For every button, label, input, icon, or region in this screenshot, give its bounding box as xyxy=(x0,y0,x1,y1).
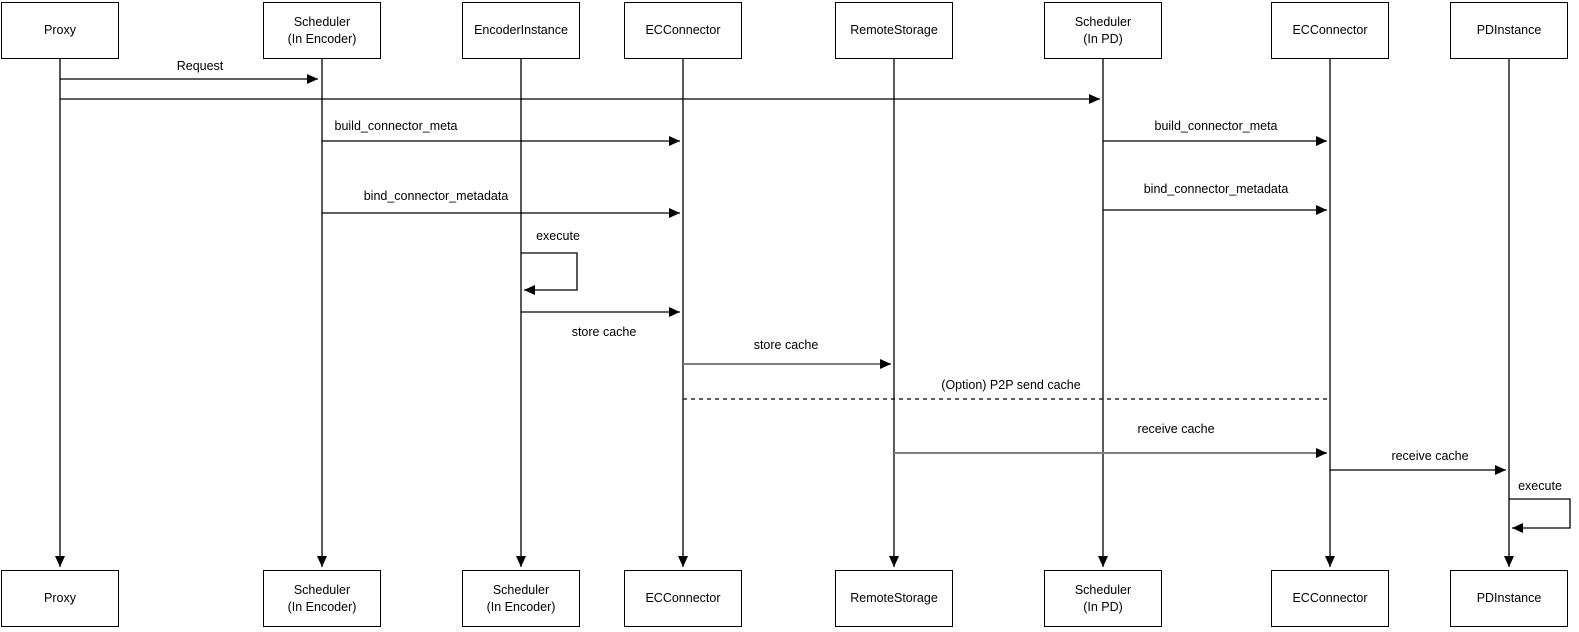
actor-box-pdinstance-bottom: PDInstance xyxy=(1450,570,1568,627)
message-label-bind-connector-metadata-right: bind_connector_metadata xyxy=(1143,182,1289,196)
actor-box-ecconnector-bottom: ECConnector xyxy=(624,570,742,627)
actor-box-scheduler-encoder-top: Scheduler (In Encoder) xyxy=(263,2,381,59)
actor-box-pdinstance-top: PDInstance xyxy=(1450,2,1568,59)
arrow-execute-self-encoder xyxy=(521,252,578,295)
message-label-store-cache-2: store cache xyxy=(753,338,819,352)
arrow-execute-self-pdinstance xyxy=(1509,498,1571,533)
actor-box-ecconnector-pd-bottom: ECConnector xyxy=(1271,570,1389,627)
actor-box-scheduler-pd-bottom: Scheduler (In PD) xyxy=(1044,570,1162,627)
actor-box-scheduler-encoder2-bottom: Scheduler (In Encoder) xyxy=(462,570,580,627)
message-label-receive-cache-2: receive cache xyxy=(1391,449,1469,463)
actor-box-proxy-top: Proxy xyxy=(1,2,119,59)
actor-box-remotestorage-bottom: RemoteStorage xyxy=(835,570,953,627)
message-label-request: Request xyxy=(176,59,224,73)
message-label-build-connector-meta-left: build_connector_meta xyxy=(334,119,458,133)
message-label-execute-pd: execute xyxy=(1518,479,1562,493)
actor-box-scheduler-encoder-bottom: Scheduler (In Encoder) xyxy=(263,570,381,627)
actor-box-ecconnector-pd-top: ECConnector xyxy=(1271,2,1389,59)
actor-box-scheduler-pd-top: Scheduler (In PD) xyxy=(1044,2,1162,59)
actor-box-encoderinstance-top: EncoderInstance xyxy=(462,2,580,59)
message-label-receive-cache-1: receive cache xyxy=(1137,422,1215,436)
actor-box-remotestorage-top: RemoteStorage xyxy=(835,2,953,59)
message-label-p2p-send-cache: (Option) P2P send cache xyxy=(941,378,1081,392)
actor-box-proxy-bottom: Proxy xyxy=(1,570,119,627)
actor-box-ecconnector-top: ECConnector xyxy=(624,2,742,59)
message-label-execute-encoder: execute xyxy=(536,229,580,243)
message-label-store-cache-1: store cache xyxy=(571,325,637,339)
message-label-bind-connector-metadata-left: bind_connector_metadata xyxy=(363,189,509,203)
message-label-build-connector-meta-right: build_connector_meta xyxy=(1154,119,1278,133)
